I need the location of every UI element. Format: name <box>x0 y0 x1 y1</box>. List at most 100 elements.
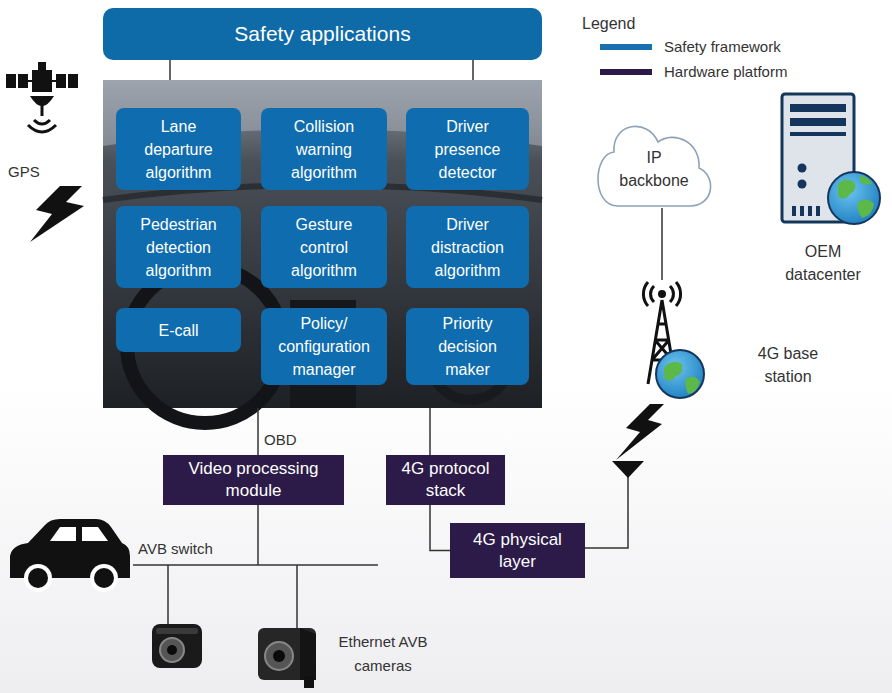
algorithm-box: Pedestrian detection algorithm <box>116 206 241 288</box>
wire <box>169 60 171 80</box>
camera-icon <box>160 638 184 662</box>
server-icon <box>762 90 884 235</box>
hardware-box: 4G physical layer <box>450 523 585 578</box>
legend-swatch <box>600 69 652 75</box>
satellite-icon <box>6 62 78 132</box>
server-icon <box>816 206 820 216</box>
dashboard-photo <box>103 80 542 423</box>
detector-box: Driver presence detector <box>406 108 529 190</box>
server-icon <box>828 172 880 224</box>
algorithm-box: Collision warning algorithm <box>261 108 387 190</box>
node-text: Gesture control algorithm <box>271 213 377 282</box>
manager-box: Policy/ configuration manager <box>261 308 387 385</box>
lightning-symbol <box>616 404 664 460</box>
text-label: Legend <box>582 12 635 36</box>
server-icon <box>858 199 875 218</box>
wire <box>257 408 259 455</box>
server-icon <box>792 206 796 216</box>
car-icon <box>90 564 118 592</box>
car-icon <box>82 527 108 541</box>
camera-icon <box>152 624 316 688</box>
camera-icon <box>273 650 285 662</box>
node-text: IP backbone <box>614 146 694 192</box>
tower-icon <box>685 377 700 394</box>
server-icon <box>808 206 812 216</box>
satellite-icon <box>34 120 50 124</box>
connector-line <box>661 208 663 280</box>
legend-text: Safety framework <box>664 35 781 59</box>
tower-icon <box>651 286 654 302</box>
node-text: 4G physical layer <box>460 529 575 573</box>
wire <box>167 565 169 624</box>
node-text: Driver presence detector <box>416 115 519 184</box>
satellite-icon <box>52 80 56 82</box>
wire <box>133 564 378 566</box>
ecall-box: E-call <box>116 308 241 352</box>
node-text: 4G protocol stack <box>393 458 498 502</box>
node-text: Driver distraction algorithm <box>416 213 519 282</box>
decision-box: Priority decision maker <box>406 308 529 385</box>
algorithm-box: Driver distraction algorithm <box>406 206 529 288</box>
camera-icon <box>265 642 293 670</box>
node-text: Video processing module <box>173 458 334 502</box>
car-icon <box>24 564 52 592</box>
server-icon <box>790 104 846 112</box>
server-icon <box>798 164 807 173</box>
camera-icon <box>304 676 314 688</box>
tower-icon <box>656 350 704 398</box>
tower-icon <box>664 362 682 381</box>
connector-line <box>430 505 450 551</box>
wire <box>429 408 431 455</box>
antenna-symbol <box>612 461 644 478</box>
satellite-icon <box>6 74 16 88</box>
server-icon <box>800 206 804 216</box>
text-label: AVB switch <box>138 537 213 561</box>
dashboard-photo <box>103 80 542 408</box>
tower-icon <box>626 280 736 402</box>
node-text: Collision warning algorithm <box>271 115 377 184</box>
lightning-symbol <box>30 186 664 460</box>
node-text: Priority decision maker <box>416 312 519 381</box>
satellite-icon <box>28 125 56 132</box>
lightning-symbol <box>30 186 84 242</box>
cloud-shape <box>598 126 711 206</box>
camera-icon <box>300 628 316 680</box>
car-icon <box>94 568 114 588</box>
satellite-icon <box>56 74 66 88</box>
node-text: Safety applications <box>234 21 410 47</box>
algorithm-box: Lane departure algorithm <box>116 108 241 190</box>
node-text: Lane departure algorithm <box>126 115 231 184</box>
server-icon <box>838 179 855 198</box>
tower-icon <box>658 290 666 298</box>
node-text: Policy/ configuration manager <box>271 312 377 381</box>
wire <box>257 505 259 565</box>
camera-icon <box>152 624 202 668</box>
antenna-symbol <box>612 461 644 478</box>
car-icon <box>10 519 130 592</box>
camera-icon <box>167 645 177 655</box>
server-node: OEM datacenter <box>762 90 884 290</box>
server-icon <box>790 118 846 126</box>
tower-icon <box>643 282 648 306</box>
server-icon <box>790 132 846 136</box>
node-text: E-call <box>158 319 198 342</box>
satellite-icon <box>38 62 46 70</box>
tower-icon <box>676 282 681 306</box>
camera-icon <box>156 628 198 634</box>
camera-icon <box>258 628 316 680</box>
car-icon <box>28 568 48 588</box>
text-label: OBD <box>264 428 297 452</box>
base-station-node: 4G base station <box>626 280 830 402</box>
node-text: OEM datacenter <box>770 240 876 286</box>
satellite-icon <box>28 80 32 82</box>
legend-swatch <box>600 44 652 50</box>
satellite-icon <box>18 74 28 88</box>
hardware-box: Video processing module <box>163 455 344 505</box>
node-text: Pedestrian detection algorithm <box>126 213 231 282</box>
satellite-icon <box>41 104 44 116</box>
hardware-box: 4G protocol stack <box>386 455 505 505</box>
server-icon <box>798 180 807 189</box>
text-label: GPS <box>8 160 40 184</box>
wire <box>472 60 474 80</box>
